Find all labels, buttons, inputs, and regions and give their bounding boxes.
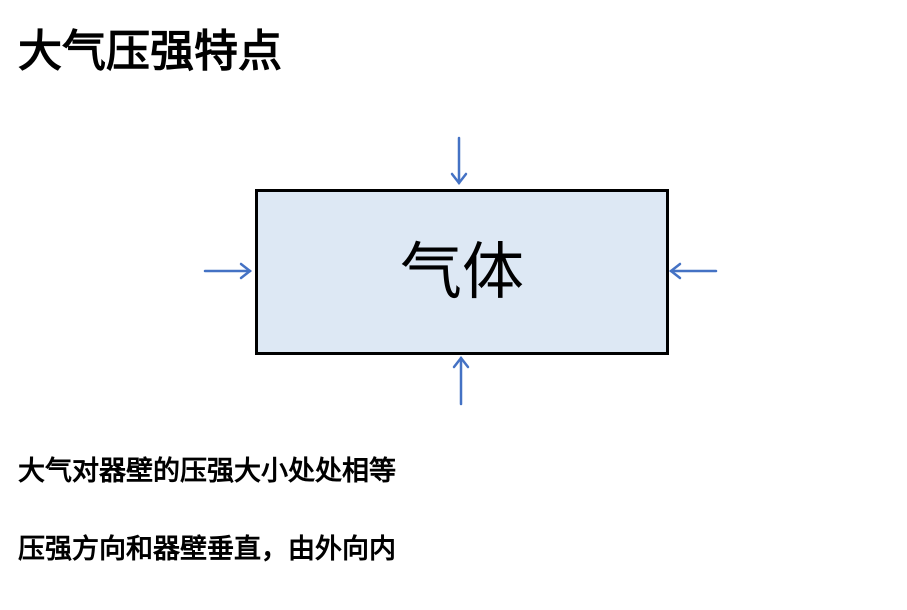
page-title: 大气压强特点 [18, 26, 282, 77]
gas-container-box [255, 189, 669, 355]
arrow-left-icon [203, 262, 253, 280]
gas-label: 气体 [399, 235, 524, 308]
statement-pressure-direction: 压强方向和器壁垂直，由外向内 [18, 534, 396, 565]
arrow-bottom-icon [452, 355, 470, 406]
statement-equal-pressure: 大气对器壁的压强大小处处相等 [18, 456, 396, 487]
arrow-right-icon [668, 262, 718, 280]
arrow-top-icon [450, 136, 468, 186]
